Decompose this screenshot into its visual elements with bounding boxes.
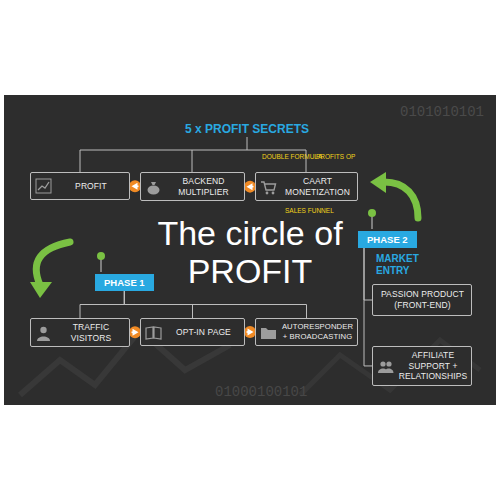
process-box: TRAFFIC VISITORS: [30, 318, 130, 347]
arrow-shaft: [250, 186, 254, 188]
connector-line: [364, 248, 372, 300]
note-label: SALES FUNNEL: [285, 207, 334, 214]
pin-stem: [100, 258, 102, 272]
phase-heading: MARKET ENTRY: [376, 253, 428, 277]
curved-arrow: [36, 242, 70, 285]
process-box: AFFILIATE SUPPORT + RELATIONSHIPS: [372, 346, 472, 386]
box-text: BACKEND MULTIPLIER: [166, 176, 241, 197]
box-text: AUTORESPONDER + BROADCASTING: [281, 322, 354, 341]
pin-head: [368, 209, 376, 217]
process-box: BACKEND MULTIPLIER: [140, 172, 245, 201]
note-label: DOUBLE FORMULA: [262, 153, 322, 160]
arrow-head: [247, 183, 253, 190]
person-icon: [35, 325, 52, 341]
arrow-head: [132, 183, 138, 190]
connector-line: [364, 248, 372, 366]
process-box: CAART MONETIZATION: [255, 172, 358, 201]
arrow-shaft: [135, 186, 139, 188]
box-text: OPT-IN PAGE: [166, 327, 241, 338]
background-zigzag: [300, 340, 480, 395]
connector: [364, 248, 372, 300]
arrow-head: [133, 329, 139, 336]
box-text: PASSION PRODUCT (FRONT-END): [377, 289, 468, 310]
book-icon: [145, 324, 162, 340]
connector-line: [124, 291, 306, 318]
curved-arrow-head: [370, 172, 386, 193]
process-box: PASSION PRODUCT (FRONT-END): [372, 284, 472, 316]
connector: [80, 291, 124, 318]
binary-watermark: 01000100101: [215, 384, 307, 400]
connector: [364, 248, 372, 366]
bag-icon: [145, 179, 162, 195]
process-box: AUTORESPONDER + BROADCASTING: [255, 318, 358, 346]
section-heading: 5 x PROFIT SECRETS: [185, 122, 309, 136]
box-text: AFFILIATE SUPPORT + RELATIONSHIPS: [398, 350, 468, 382]
arrow-shaft: [247, 331, 251, 333]
binary-watermark: 0101010101: [400, 104, 484, 120]
phase-label: PHASE 1: [95, 274, 154, 291]
folder-icon: [260, 324, 277, 340]
box-text: CAART MONETIZATION: [281, 176, 354, 197]
curved-arrow-head: [30, 282, 52, 298]
phase-tab: PHASE 2MARKET ENTRY: [358, 229, 417, 248]
pin-head: [97, 252, 105, 260]
connector: [124, 291, 306, 318]
phase-label: PHASE 2: [358, 231, 417, 248]
cart-icon: [260, 179, 277, 195]
arrow-head: [248, 329, 254, 336]
process-box: OPT-IN PAGE: [140, 318, 245, 346]
people-icon: [377, 358, 394, 374]
connector-line: [80, 291, 124, 318]
phase-tab: PHASE 1: [95, 272, 154, 291]
pin-stem: [371, 215, 373, 229]
note-label: PROFITS OP: [316, 153, 355, 160]
process-box: PROFIT: [30, 172, 130, 200]
arrow-shaft: [132, 332, 136, 334]
chart-icon: [35, 178, 52, 194]
box-text: TRAFFIC VISITORS: [56, 322, 126, 343]
curved-arrow: [384, 182, 418, 218]
box-text: PROFIT: [56, 181, 126, 192]
diagram-title: The circle of PROFIT: [150, 214, 350, 290]
